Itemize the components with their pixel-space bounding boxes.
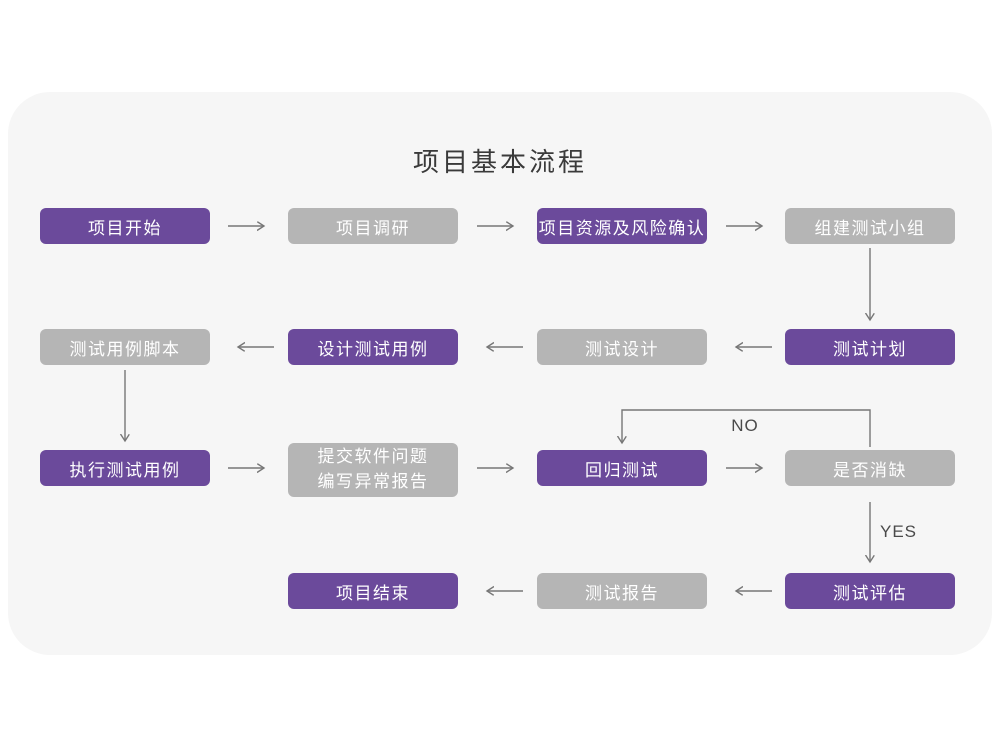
edge-label-yes: YES	[880, 522, 918, 541]
flow-node-test-plan: 测试计划	[785, 329, 955, 365]
flow-node-case-script: 测试用例脚本	[40, 329, 210, 365]
flow-node-project-end: 项目结束	[288, 573, 458, 609]
flow-node-test-design: 测试设计	[537, 329, 707, 365]
flow-node-defect-check: 是否消缺	[785, 450, 955, 486]
flow-node-regression: 回归测试	[537, 450, 707, 486]
flow-node-test-report: 测试报告	[537, 573, 707, 609]
flow-node-design-case: 设计测试用例	[288, 329, 458, 365]
flow-node-project-start: 项目开始	[40, 208, 210, 244]
flow-node-execute-case: 执行测试用例	[40, 450, 210, 486]
flow-node-risk-confirm: 项目资源及风险确认	[537, 208, 707, 244]
edge-label-no: NO	[731, 416, 759, 435]
flow-node-build-team: 组建测试小组	[785, 208, 955, 244]
flow-node-test-evaluate: 测试评估	[785, 573, 955, 609]
page-title: 项目基本流程	[412, 147, 587, 177]
flowchart-card	[8, 92, 992, 655]
flow-node-submit-report: 提交软件问题 编写异常报告	[288, 443, 458, 497]
flow-node-project-research: 项目调研	[288, 208, 458, 244]
